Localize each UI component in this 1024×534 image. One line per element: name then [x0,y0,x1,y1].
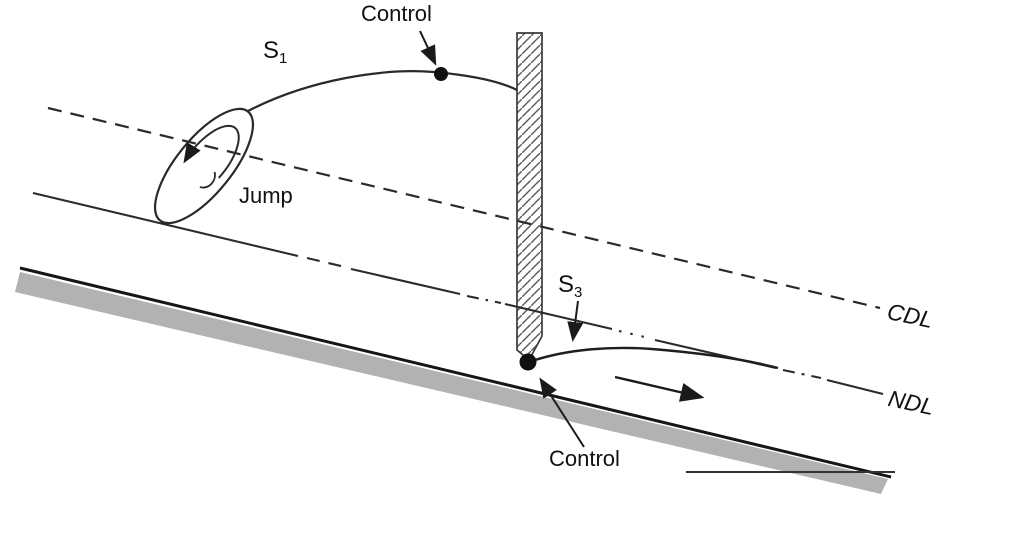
cdl-line [47,106,881,310]
ndl-segment [504,302,613,331]
upstream-control-label: Control [361,3,432,25]
s1-profile-label: S1 [263,37,288,67]
gate-control-label-text: Control [549,446,620,471]
gate-hatch [516,32,543,362]
ndl-segment [350,267,461,296]
jump-label: Jump [239,185,293,207]
s3-label-subscript: 3 [574,284,583,301]
gate-control-leader-arrow [539,377,585,448]
s3-leader-arrow [567,300,584,342]
jump-label-text: Jump [239,183,293,208]
gate-control-label: Control [549,448,620,470]
upstream-control-leader-arrow [419,30,437,66]
sluice-gate [516,32,543,362]
ndl-segment [782,368,822,380]
roller-spiral-arrow [183,124,240,179]
channel-bed-line [19,266,892,479]
ndl-segment [306,256,346,269]
roller-ellipse [153,107,255,225]
s3-profile-curve [531,346,779,370]
s1-label-subscript: 1 [279,50,288,67]
ndl-segment [32,191,299,258]
s3-label-base: S [558,271,575,298]
upstream-control-label-text: Control [361,1,432,26]
roller-spiral-tail [199,171,216,189]
s3-profile-label: S3 [558,271,583,301]
ndl-line [32,191,884,396]
ndl-segment [826,378,884,396]
s1-profile-curve [247,70,518,112]
control-point-gate [519,353,537,371]
hydraulic-jump-roller [153,107,255,225]
ndl-segment [618,329,650,340]
control-point-upstream [434,67,448,81]
ndl-segment [466,294,502,305]
flow-direction-arrow [614,375,705,402]
s1-label-base: S [263,37,280,64]
bed-shadow [15,272,888,494]
